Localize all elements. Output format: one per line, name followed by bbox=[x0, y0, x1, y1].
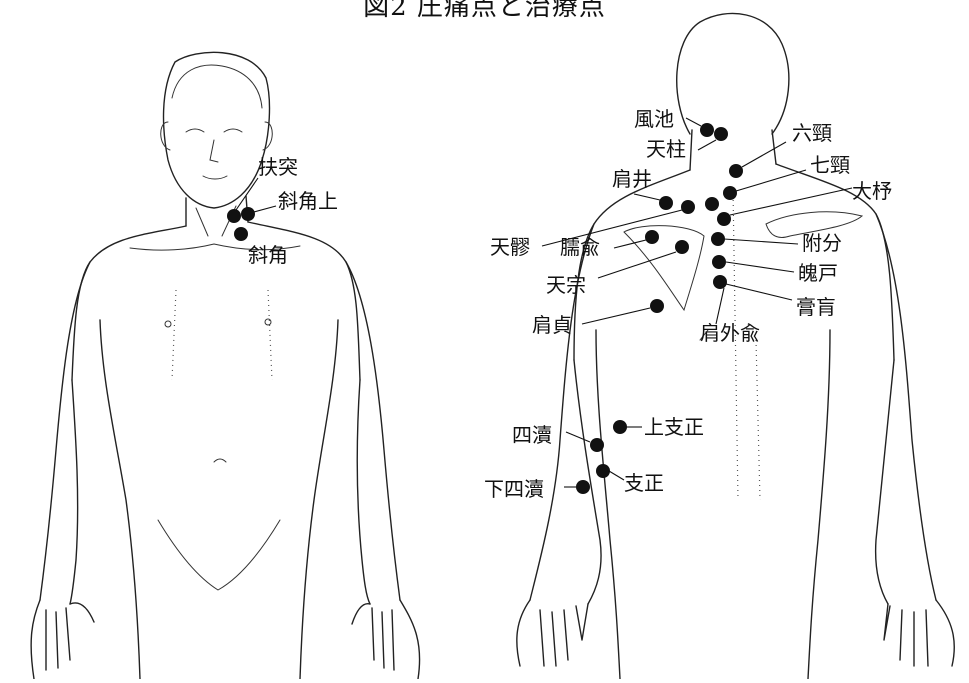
front-arm-right bbox=[346, 262, 400, 604]
back-body-figure bbox=[517, 13, 954, 679]
back-spine-dots bbox=[733, 190, 760, 500]
acupoint-futotsu bbox=[227, 209, 241, 223]
front-navel bbox=[214, 459, 226, 462]
leader-taijo bbox=[730, 188, 852, 215]
acupoint-shakakujo bbox=[241, 207, 255, 221]
acupoint-shitoku bbox=[590, 438, 604, 452]
back-scapula-left bbox=[624, 226, 704, 310]
label-shakaku: 斜角 bbox=[248, 243, 288, 267]
leader-fubun bbox=[724, 239, 798, 244]
label-shakakujo: 斜角上 bbox=[278, 189, 338, 213]
back-head bbox=[677, 13, 789, 134]
leader-tenchu bbox=[698, 140, 716, 150]
label-kentei: 肩貞 bbox=[532, 313, 572, 337]
back-arm-right bbox=[876, 214, 936, 604]
front-groin bbox=[158, 520, 280, 590]
label-tenso: 天宗 bbox=[546, 273, 586, 297]
acupoint-kentei bbox=[650, 299, 664, 313]
leader-tenso bbox=[598, 252, 676, 278]
back-hand-left bbox=[517, 600, 588, 666]
acupoint-tenchu bbox=[714, 127, 728, 141]
acupoint-fuchi bbox=[700, 123, 714, 137]
leader-kengaiyu bbox=[716, 288, 724, 324]
front-eye-right bbox=[224, 129, 242, 132]
label-joshisei: 上支正 bbox=[644, 415, 704, 439]
label-futotsu: 扶突 bbox=[258, 155, 298, 179]
back-neck bbox=[690, 130, 776, 170]
label-tenryo: 天髎 bbox=[490, 235, 530, 259]
label-tenchu: 天柱 bbox=[646, 137, 686, 161]
label-fubun: 附分 bbox=[802, 231, 842, 255]
acupoint-kensei bbox=[659, 196, 673, 210]
label-shitoku: 四瀆 bbox=[512, 423, 552, 447]
leader-kensei bbox=[634, 194, 660, 200]
front-nipple-left bbox=[165, 321, 171, 327]
front-labels: 扶突 斜角上 斜角 bbox=[248, 155, 338, 267]
leader-kentei bbox=[582, 308, 650, 324]
acupoint-kashitoku bbox=[576, 480, 590, 494]
acupoint-koko bbox=[713, 275, 727, 289]
acupoint-joshisei bbox=[613, 420, 627, 434]
acupoint-shichikei bbox=[723, 186, 737, 200]
acupoint-tenryo bbox=[681, 200, 695, 214]
acupoint-hakko bbox=[712, 255, 726, 269]
acupoint-taijo-1 bbox=[705, 197, 719, 211]
label-kensei: 肩井 bbox=[612, 167, 652, 191]
leader-shisei bbox=[609, 471, 624, 480]
front-eye-left bbox=[186, 129, 204, 132]
leader-fuchi bbox=[686, 118, 701, 126]
leader-jyuyu bbox=[614, 240, 646, 248]
label-jyuyu: 臑兪 bbox=[560, 235, 600, 259]
front-nipple-right bbox=[265, 319, 271, 325]
front-hand-left bbox=[31, 600, 94, 679]
label-kashitoku: 下四瀆 bbox=[484, 477, 544, 501]
leader-shakakujo bbox=[254, 206, 276, 212]
front-arm-left bbox=[40, 262, 90, 604]
front-nose bbox=[210, 140, 218, 162]
label-hakko: 魄戸 bbox=[798, 261, 838, 285]
acupoint-jyuyu bbox=[645, 230, 659, 244]
acupoint-fubun bbox=[711, 232, 725, 246]
acupoint-shakaku bbox=[234, 227, 248, 241]
front-hairline bbox=[172, 65, 262, 108]
label-kengaiyu: 肩外兪 bbox=[700, 321, 760, 345]
front-torso-outline bbox=[72, 222, 360, 679]
figure-title: 図2 圧痛点と治療点 bbox=[0, 0, 969, 23]
front-acupoints bbox=[227, 178, 276, 241]
acupoint-tenso bbox=[675, 240, 689, 254]
leader-rokkei bbox=[742, 142, 786, 167]
acupoint-rokkei bbox=[729, 164, 743, 178]
acupoint-taijo-2 bbox=[717, 212, 731, 226]
label-fuchi: 風池 bbox=[634, 107, 674, 131]
front-mouth bbox=[203, 176, 227, 179]
label-rokkei: 六頸 bbox=[792, 121, 832, 145]
front-hand-right bbox=[352, 600, 420, 679]
front-body-figure bbox=[31, 52, 419, 679]
front-chest-dots bbox=[172, 290, 272, 380]
leader-shitoku bbox=[566, 432, 590, 442]
label-koko: 膏肓 bbox=[796, 295, 836, 319]
acupoint-shisei bbox=[596, 464, 610, 478]
label-shichikei: 七頸 bbox=[810, 153, 850, 177]
leader-koko bbox=[726, 284, 792, 300]
leader-hakko bbox=[726, 262, 794, 272]
leader-shichikei bbox=[736, 170, 806, 191]
label-taijo: 大杼 bbox=[852, 179, 892, 203]
back-labels: 風池 天柱 六頸 七頸 肩井 大杼 天髎 臑兪 附分 魄戸 天宗 膏肓 肩貞 肩… bbox=[484, 107, 892, 501]
back-hand-right bbox=[884, 600, 954, 666]
label-shisei: 支正 bbox=[624, 471, 664, 495]
